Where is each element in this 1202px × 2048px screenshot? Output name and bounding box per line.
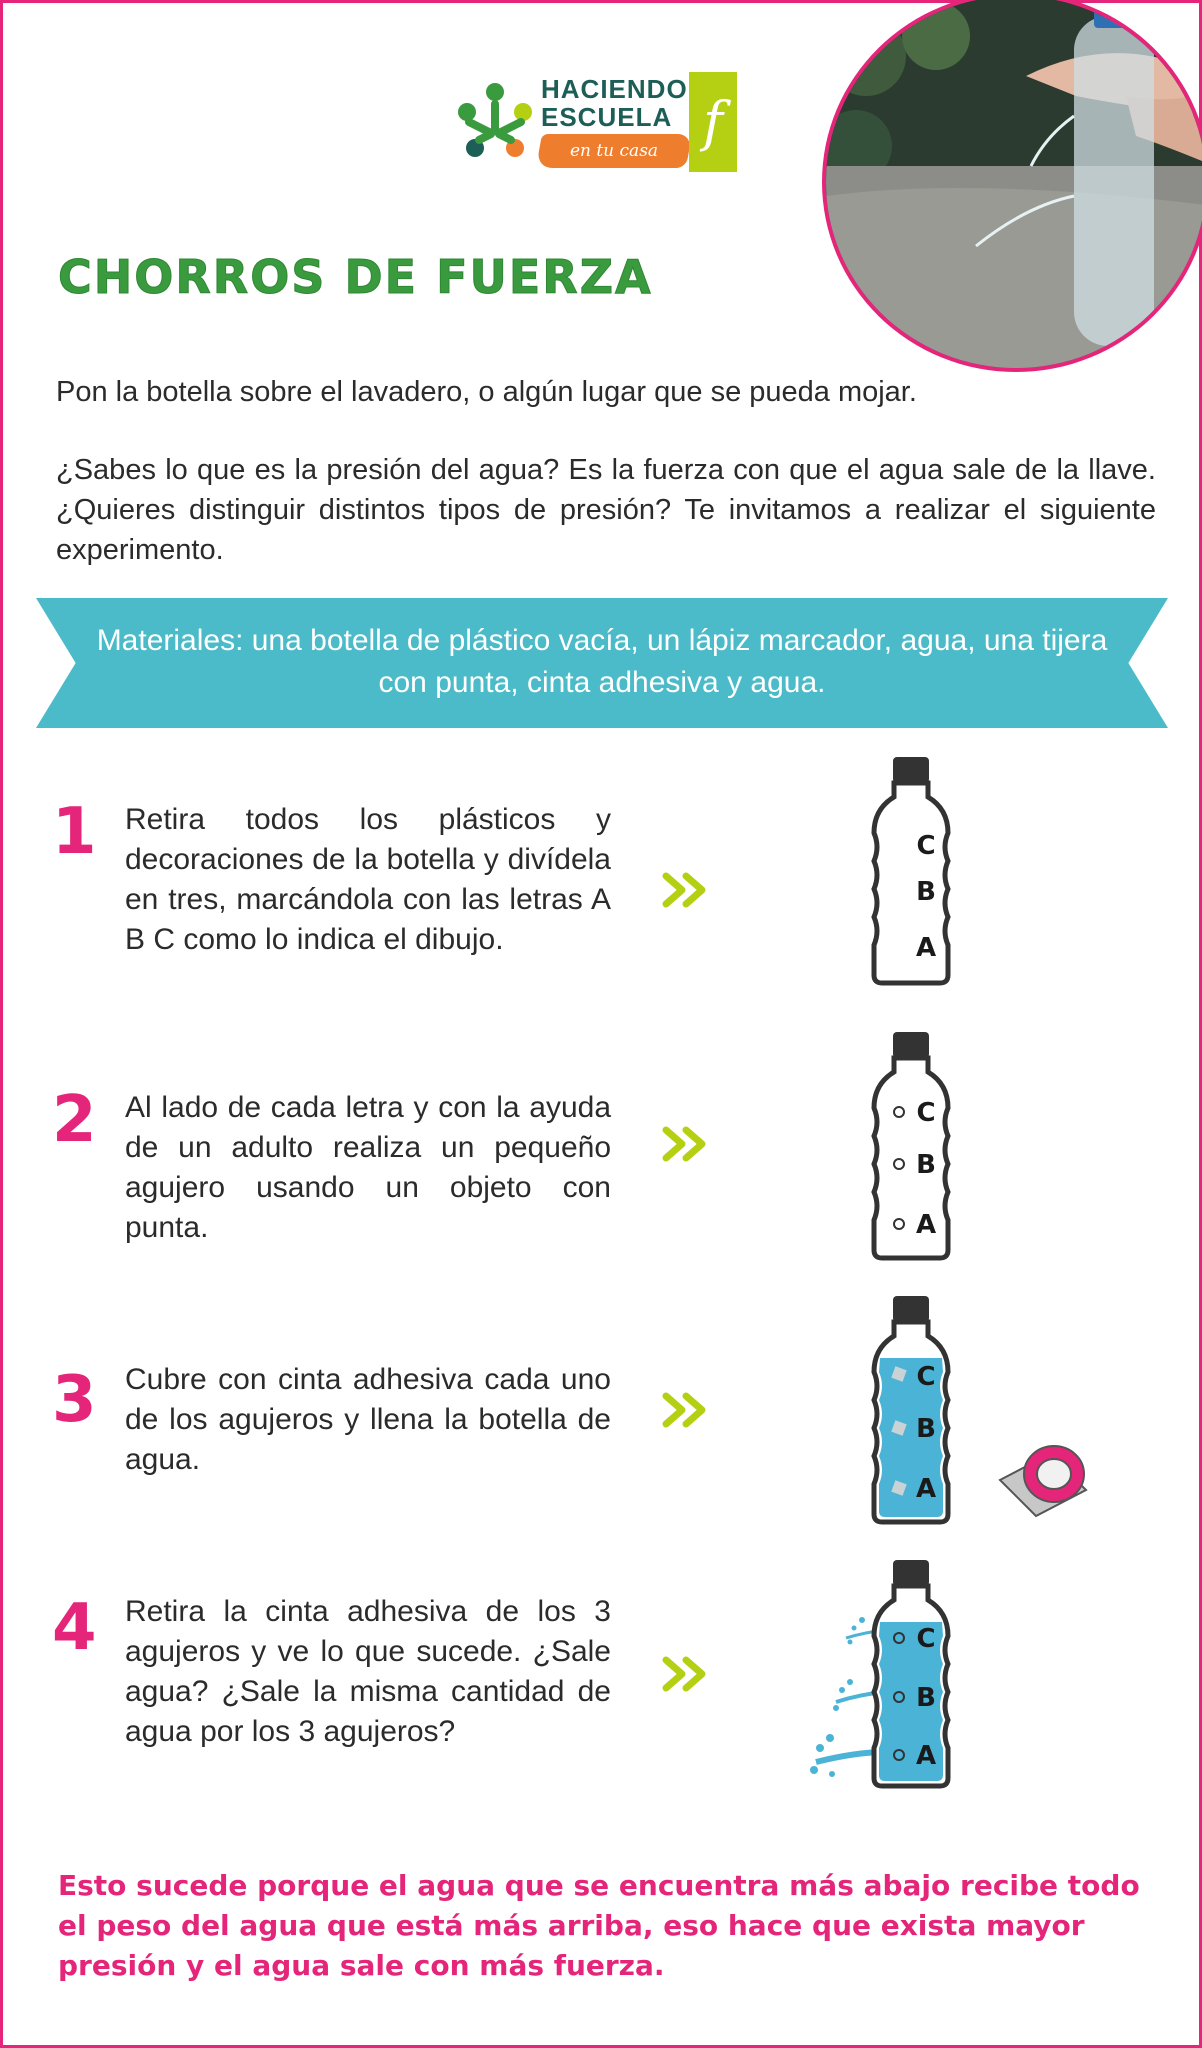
brand-mark: f <box>689 72 737 172</box>
bottle-label-c: C <box>916 1362 935 1392</box>
step-4-text: Retira la cinta adhesiva de los 3 agujer… <box>125 1595 611 1748</box>
step-1-text: Retira todos los plásticos y decoracione… <box>125 803 611 956</box>
bottle-label-c: C <box>916 831 935 861</box>
bottle-step-3-icon: C B A <box>871 1296 951 1525</box>
chevron-right-icon <box>662 1392 706 1428</box>
bottle-label-a: A <box>916 933 936 963</box>
logo-line-1: HACIENDO <box>541 74 688 104</box>
bottle-label-a: A <box>916 1210 936 1240</box>
logo-tagline: en tu casa <box>569 141 659 161</box>
step-3-text: Cubre con cinta adhesiva cada uno de los… <box>125 1363 611 1476</box>
logo-line-2: ESCUELA <box>541 102 673 132</box>
step-1-number: 1 <box>52 795 97 869</box>
bottle-label-a: A <box>916 1741 936 1771</box>
chevron-right-icon <box>662 1126 706 1162</box>
chevron-right-icon <box>662 1656 706 1692</box>
page-title: CHORROS DE FUERZA <box>58 250 653 305</box>
bottle-label-c: C <box>916 1624 935 1654</box>
haciendo-escuela-logo: HACIENDO ESCUELA en tu casa f <box>455 72 745 177</box>
step-4-number: 4 <box>52 1591 97 1665</box>
chevron-right-icon <box>662 872 706 908</box>
materials-banner: Materiales: una botella de plástico vací… <box>36 598 1168 728</box>
closing-explanation: Esto sucede porque el agua que se encuen… <box>58 1869 1140 1982</box>
intro-paragraph-1: Pon la botella sobre el lavadero, o algú… <box>56 376 917 408</box>
logo-tagline-brush: en tu casa <box>536 134 692 168</box>
people-circle-icon <box>458 83 532 157</box>
bottle-step-1-icon: C B A <box>871 757 951 986</box>
step-3-number: 3 <box>52 1363 97 1437</box>
bottle-label-b: B <box>916 1683 936 1713</box>
materials-text: Materiales: una botella de plástico vací… <box>96 624 1108 699</box>
step-2-text: Al lado de cada letra y con la ayuda de … <box>125 1091 611 1244</box>
bottle-label-a: A <box>916 1474 936 1504</box>
bottle-label-b: B <box>916 1414 936 1444</box>
bottle-label-b: B <box>916 1150 936 1180</box>
water-bottle-photo <box>822 0 1202 372</box>
step-2-number: 2 <box>52 1083 97 1157</box>
bottle-step-2-icon: C B A <box>871 1032 951 1261</box>
bottle-step-4-icon: C B A <box>871 1560 951 1789</box>
tape-roll-icon <box>998 1445 1088 1518</box>
bottle-label-b: B <box>916 877 936 907</box>
intro-paragraph-2: ¿Sabes lo que es la presión del agua? Es… <box>56 454 1156 566</box>
bottle-label-c: C <box>916 1098 935 1128</box>
